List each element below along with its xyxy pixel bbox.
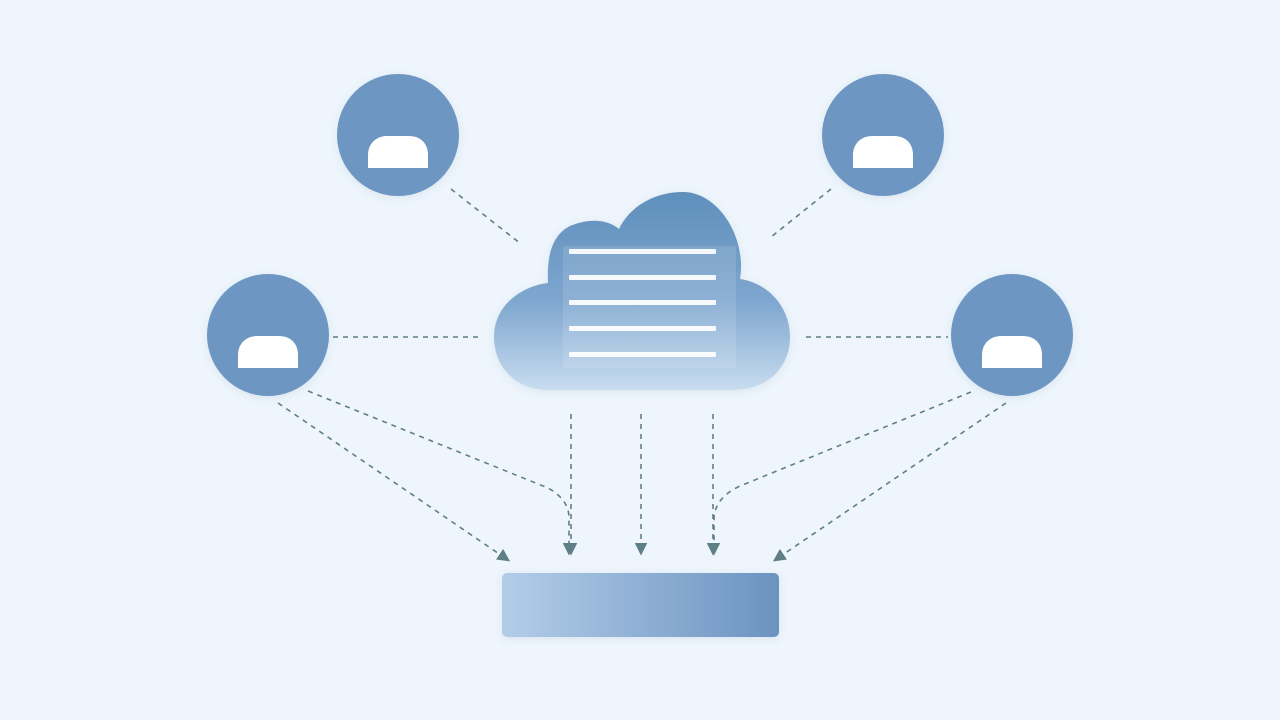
user-icon (368, 99, 428, 168)
cloud-shape (494, 192, 790, 390)
arrow-mid-right-inner-to-storage (707, 391, 972, 556)
document-line (569, 300, 716, 305)
user-node-mid-left (207, 274, 329, 396)
connector-top-left-to-cloud (450, 188, 522, 245)
arrow-mid-left-inner-to-storage (307, 390, 576, 556)
storage-node (502, 573, 779, 637)
arrow-mid-left-outer-to-storage (277, 402, 511, 562)
user-node-top-left (337, 74, 459, 196)
connector-top-right-to-cloud (770, 188, 832, 238)
document-line (569, 352, 716, 357)
cloud-node (494, 192, 790, 390)
document-lines-icon (563, 246, 736, 368)
user-node-mid-right (951, 274, 1073, 396)
document-line (569, 326, 716, 331)
user-node-top-right (822, 74, 944, 196)
user-icon (853, 99, 913, 168)
document-line (569, 275, 716, 280)
arrow-mid-right-outer-to-storage (772, 402, 1007, 562)
document-line (569, 249, 716, 254)
user-icon (238, 299, 298, 368)
user-icon (982, 299, 1042, 368)
connectors (277, 188, 1007, 562)
